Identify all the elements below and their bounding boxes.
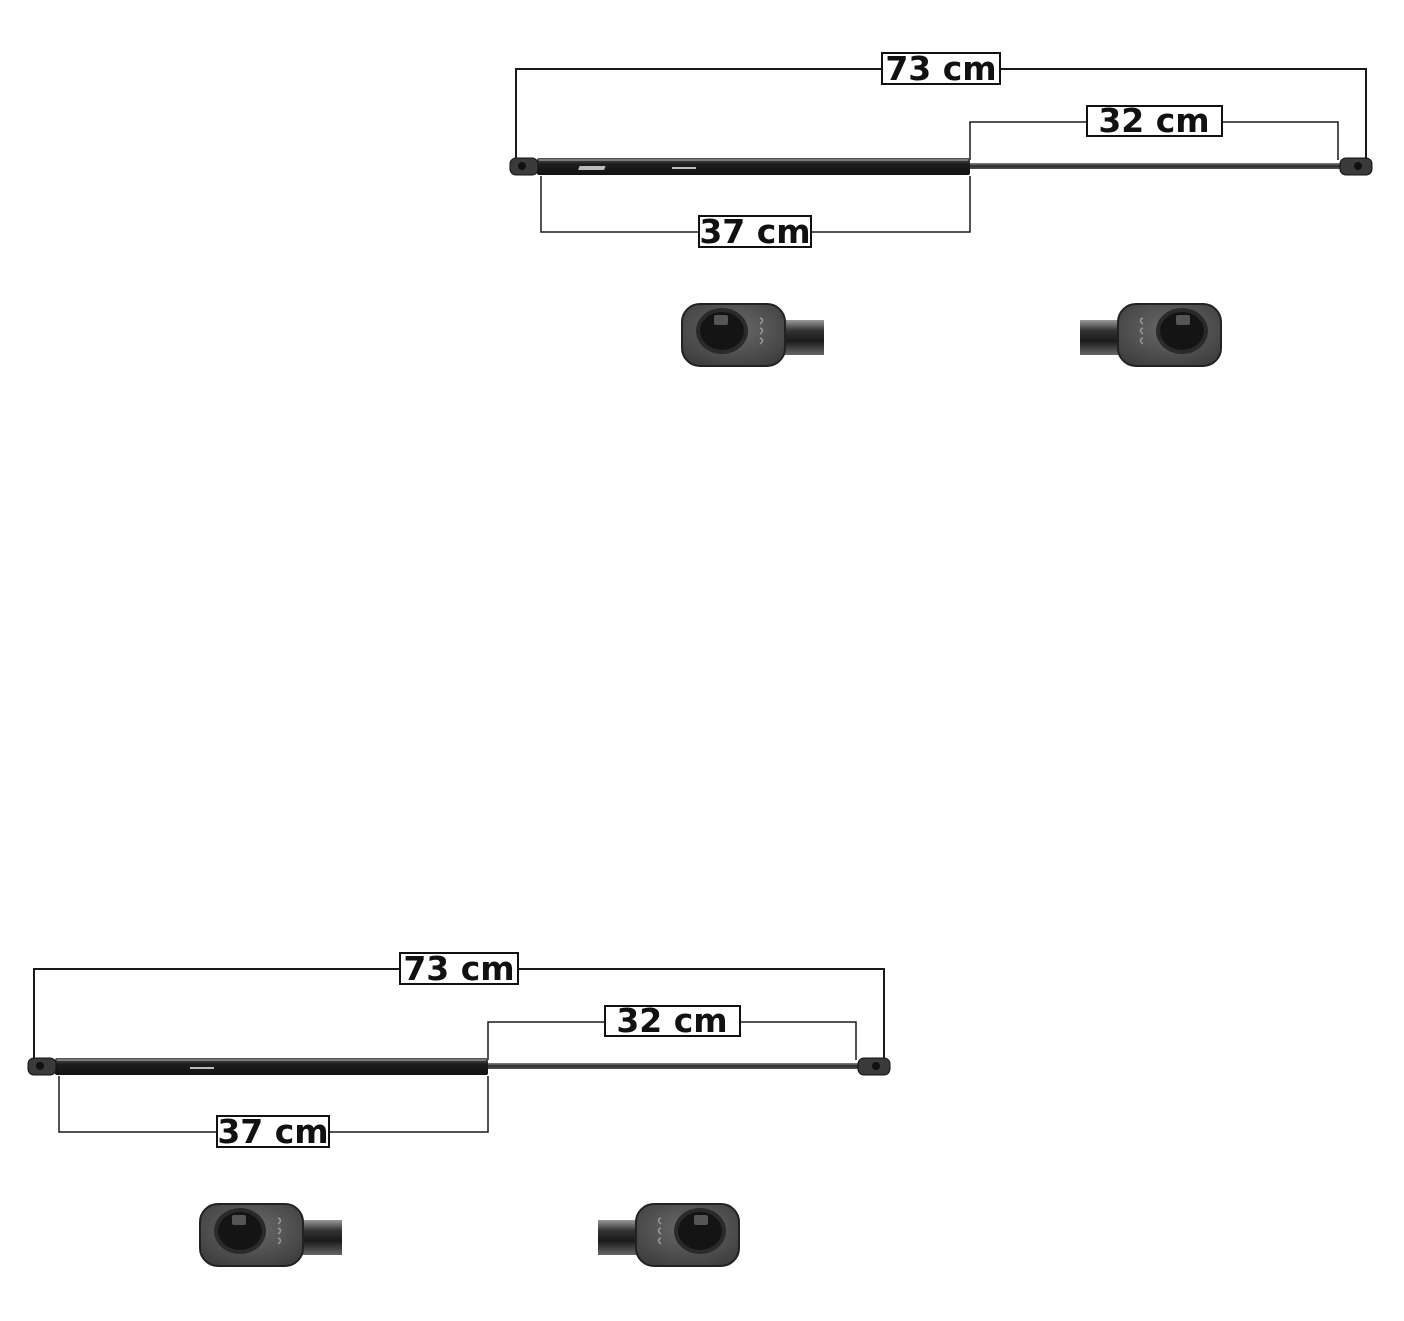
body-length-label: 37 cm [217,1112,328,1151]
total-length-label-box [881,52,1001,85]
gas-spring-strut [27,1057,891,1076]
total-length-dimension [515,68,1367,160]
rod-length-label-box [604,1005,741,1037]
gas-spring-strut [509,157,1373,176]
product-2: 73 cm 32 cm 37 cm [27,949,891,1267]
total-length-label: 73 cm [403,949,514,988]
body-length-label-box [698,215,812,248]
total-length-label-box [399,952,519,985]
body-length-label-box [216,1115,330,1148]
rod-length-dimension [969,121,1339,160]
rod-length-label: 32 cm [616,1001,727,1040]
body-length-dimension [540,176,971,233]
body-length-label: 37 cm [699,212,810,251]
ball-socket-end-fitting-right [598,1203,740,1267]
body-length-dimension [58,1076,489,1133]
rod-length-dimension [487,1021,857,1060]
rod-length-label-box [1086,105,1223,137]
ball-socket-end-fitting-left [199,1203,342,1267]
ball-socket-end-fitting-right [1080,303,1222,367]
product-1: 73 cm 32 cm 37 cm [509,49,1373,367]
ball-socket-end-fitting-left [681,303,824,367]
total-length-dimension [33,968,885,1060]
rod-length-label: 32 cm [1098,101,1209,140]
total-length-label: 73 cm [885,49,996,88]
